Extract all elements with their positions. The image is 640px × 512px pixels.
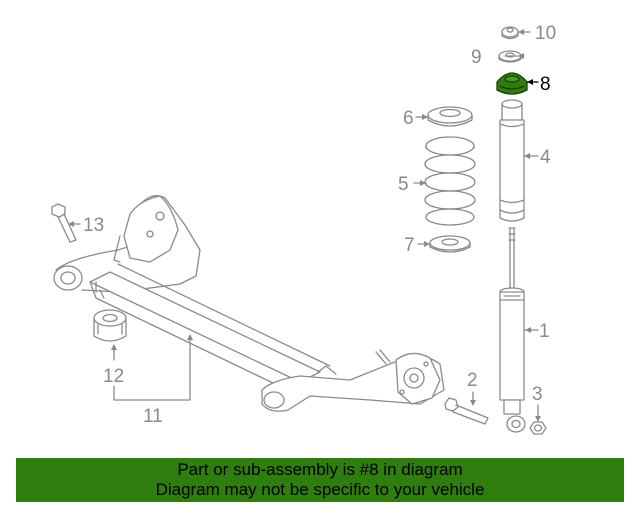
callout-8: 8 [540,74,551,95]
part-1-shock-absorber [499,227,526,433]
callout-3: 3 [532,384,543,405]
part-12-bushing [93,309,127,342]
banner-line-part: Part or sub-assembly is #8 in diagram [177,460,463,479]
callout-7: 7 [404,235,415,256]
callout-13: 13 [83,215,104,236]
part-4-dust-boot [499,99,525,222]
part-10-nut [501,26,519,40]
callout-2: 2 [467,370,478,391]
callout-5: 5 [398,174,409,195]
leader-arrowheads [68,29,541,422]
callout-11: 11 [143,406,163,427]
part-11-axle-beam [53,195,445,412]
callout-9: 9 [471,47,482,68]
callout-12: 12 [103,366,124,387]
part-6-upper-spring-seat [427,106,473,127]
leader-arrowhead-8 [527,79,533,85]
part-13-bolt [51,203,77,243]
part-8-bumper-highlighted [496,72,528,95]
callout-1: 1 [539,321,550,342]
part-2-bolt [444,397,489,425]
part-info-banner: Part or sub-assembly is #8 in diagram Di… [16,458,624,502]
callout-6: 6 [403,108,414,129]
parts-diagram: 10 9 8 4 6 5 7 1 2 3 13 12 11 [51,23,556,435]
part-3-nut [529,421,547,435]
callout-4: 4 [540,147,551,168]
part-5-coil-spring [424,136,476,226]
banner-line-disclaimer: Diagram may not be specific to your vehi… [155,480,485,499]
callout-10: 10 [535,23,556,44]
part-7-lower-spring-seat [429,235,471,253]
